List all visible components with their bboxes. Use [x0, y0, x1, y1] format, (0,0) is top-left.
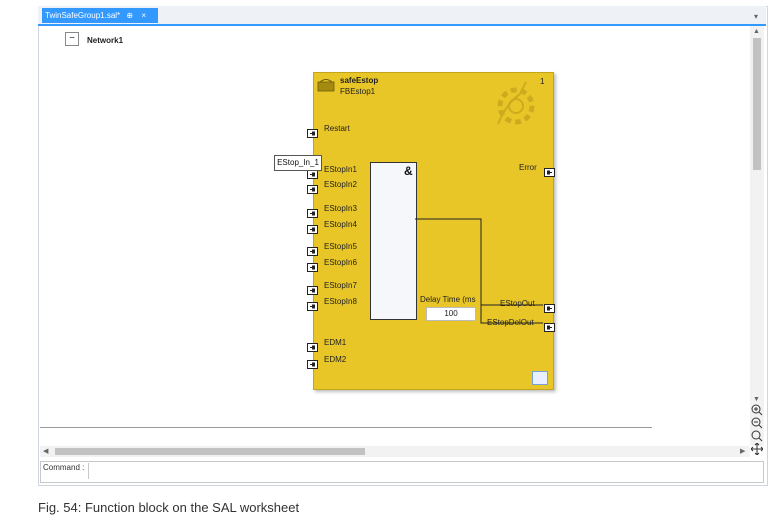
port-icon[interactable] — [307, 181, 318, 194]
port-icon[interactable] — [307, 339, 318, 352]
figure-caption: Fig. 54: Function block on the SAL works… — [38, 500, 300, 515]
input-port-label: EStopIn6 — [324, 258, 357, 267]
input-port-label: EStopIn1 — [324, 165, 357, 174]
horizontal-scrollbar[interactable] — [40, 446, 750, 457]
input-port-label: EStopIn4 — [324, 220, 357, 229]
fb-type-name: safeEstop — [340, 76, 379, 85]
connected-variable-box[interactable]: EStop_In_1 — [274, 155, 322, 171]
input-port-label: EStopIn8 — [324, 297, 357, 306]
minimize-block-icon[interactable] — [532, 371, 548, 385]
input-port-label: Restart — [324, 124, 350, 133]
horizontal-scroll-thumb[interactable] — [55, 448, 365, 455]
input-port-label: EStopIn3 — [324, 204, 357, 213]
zoom-in-icon[interactable] — [751, 404, 763, 416]
network-label: Network1 — [87, 36, 124, 45]
port-icon[interactable] — [307, 205, 318, 218]
vertical-scroll-thumb[interactable] — [753, 38, 761, 170]
scroll-right-icon[interactable]: ▶ — [740, 448, 746, 455]
port-icon[interactable] — [307, 298, 318, 311]
tab-title: TwinSafeGroup1.sal* — [45, 11, 121, 20]
tab-twinsafegroup[interactable]: TwinSafeGroup1.sal* ⊕ × — [42, 8, 158, 23]
port-icon[interactable] — [544, 300, 555, 313]
input-port-label: EDM2 — [324, 355, 347, 364]
and-symbol: & — [404, 164, 413, 178]
zoom-fit-icon[interactable] — [751, 430, 763, 442]
port-icon[interactable] — [544, 319, 555, 332]
output-port-label: Error — [519, 163, 537, 172]
port-icon[interactable] — [307, 259, 318, 272]
input-port-label: EStopIn7 — [324, 281, 357, 290]
network-collapse-button[interactable]: − — [65, 32, 79, 46]
input-port-label: EStopIn2 — [324, 180, 357, 189]
tab-strip — [38, 6, 766, 26]
and-gate-block[interactable] — [370, 162, 417, 320]
delay-time-label: Delay Time (ms — [420, 295, 476, 304]
command-bar — [40, 461, 764, 483]
fb-number: 1 — [540, 77, 545, 86]
scroll-up-icon[interactable]: ▲ — [753, 28, 760, 35]
port-icon[interactable] — [544, 164, 555, 177]
port-icon[interactable] — [307, 125, 318, 138]
input-port-label: EStopIn5 — [324, 242, 357, 251]
network-separator — [40, 427, 652, 428]
command-label: Command : — [43, 463, 85, 472]
port-icon[interactable] — [307, 221, 318, 234]
port-icon[interactable] — [307, 356, 318, 369]
zoom-out-icon[interactable] — [751, 417, 763, 429]
pin-icon[interactable]: ⊕ — [126, 11, 134, 20]
scroll-down-icon[interactable]: ▼ — [753, 396, 760, 403]
close-icon[interactable]: × — [141, 11, 146, 20]
output-port-label: EStopOut — [500, 299, 535, 308]
delay-time-input[interactable]: 100 — [426, 307, 476, 321]
output-port-label: EStopDelOut — [487, 318, 534, 327]
port-icon[interactable] — [307, 243, 318, 256]
dropdown-icon[interactable]: ▾ — [754, 12, 759, 21]
input-port-label: EDM1 — [324, 338, 347, 347]
scroll-left-icon[interactable]: ◀ — [43, 448, 49, 455]
port-icon[interactable] — [307, 282, 318, 295]
pan-icon[interactable] — [751, 443, 763, 455]
gear-watermark-icon — [497, 81, 535, 125]
command-input[interactable] — [88, 463, 761, 479]
fb-instance-name: FBEstop1 — [340, 87, 376, 96]
fb-type-icon — [317, 79, 335, 92]
